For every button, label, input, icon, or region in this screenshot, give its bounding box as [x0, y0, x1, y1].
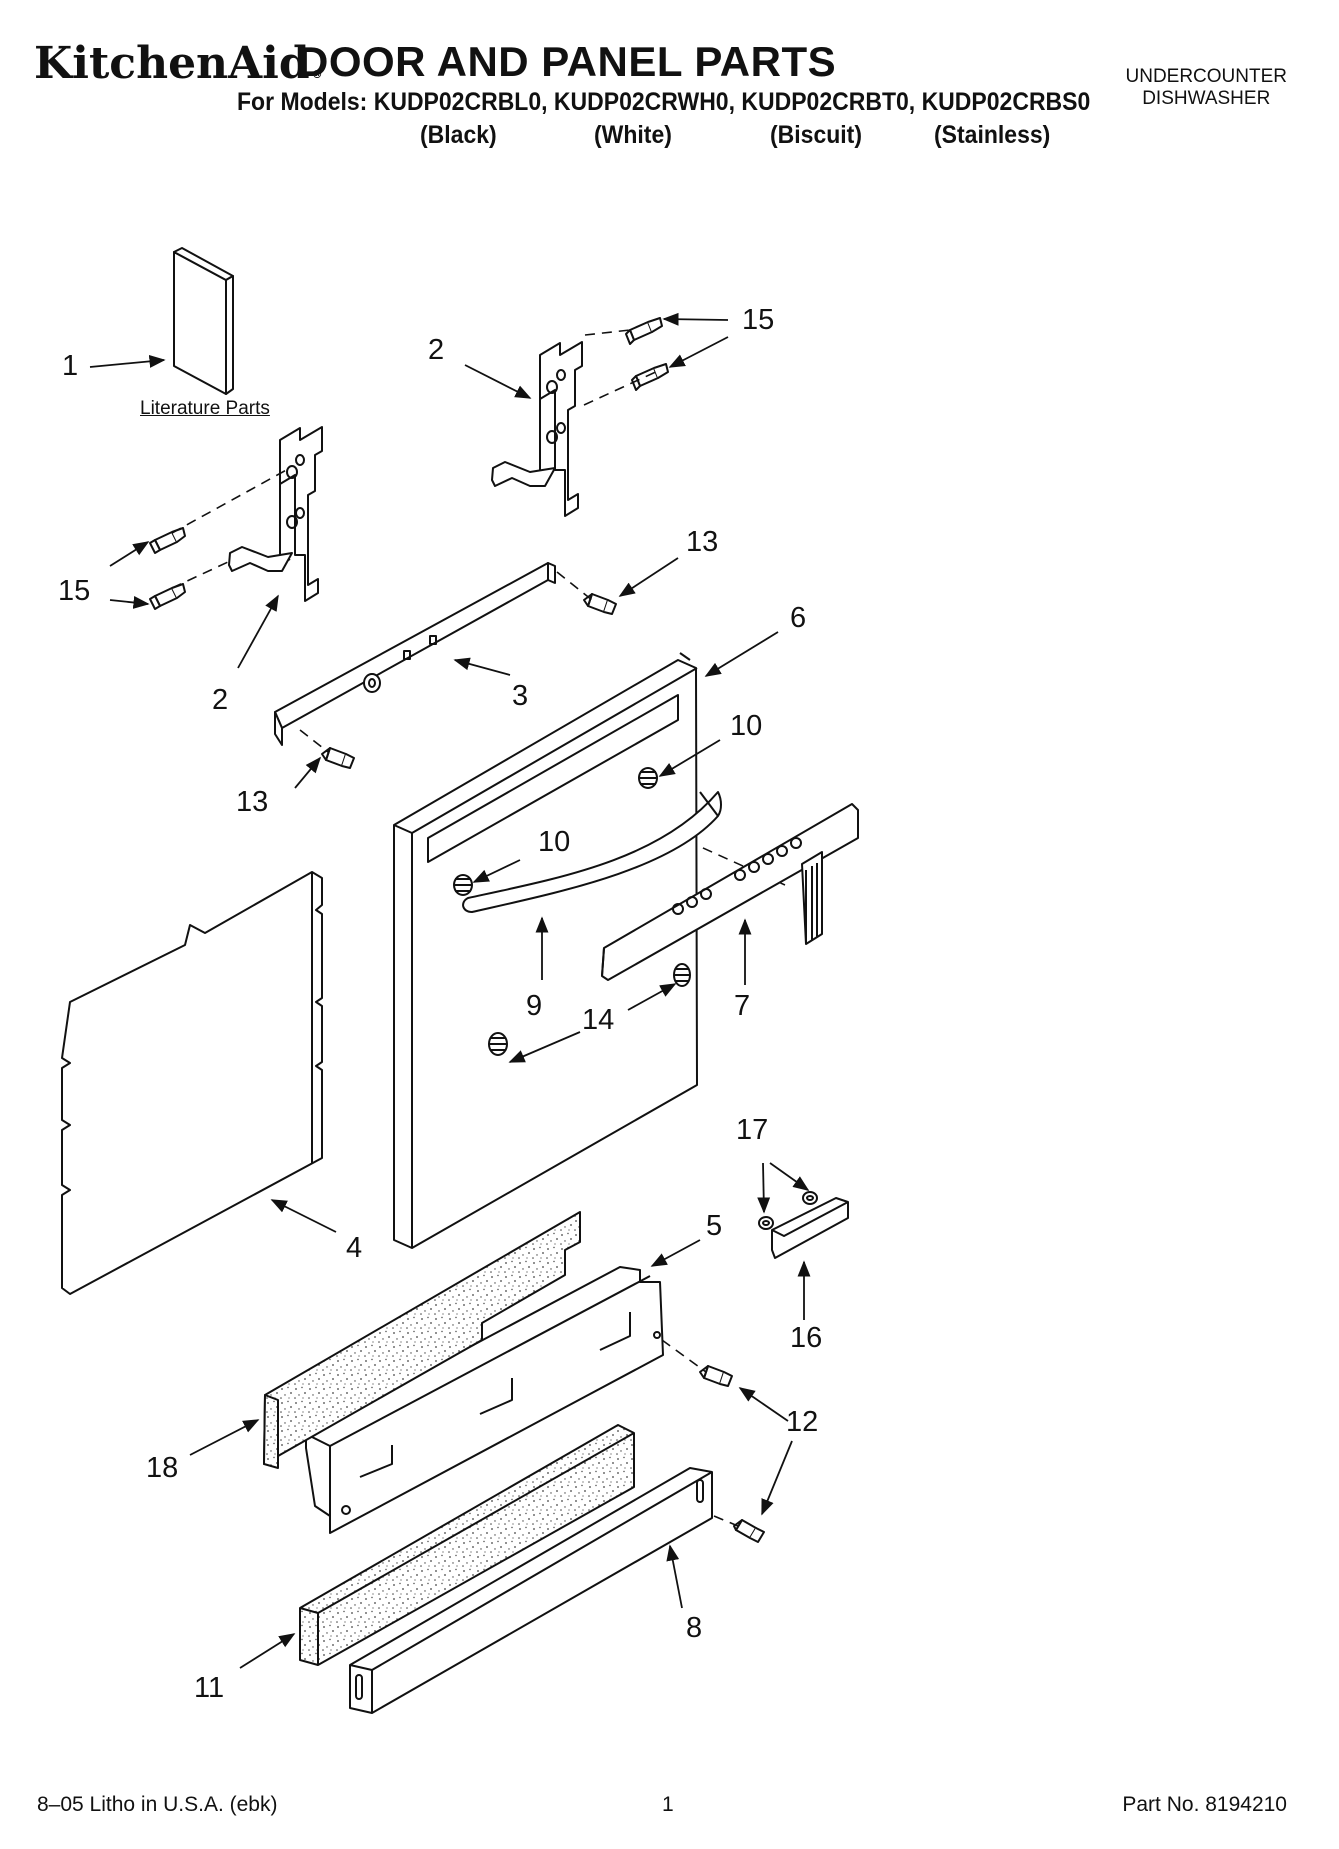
callout-10: 10	[538, 826, 571, 858]
color-biscuit: (Biscuit)	[770, 121, 862, 149]
callout-15: 15	[58, 575, 91, 607]
nut-17a	[802, 1191, 818, 1205]
screw-15b	[631, 363, 669, 391]
callout-9: 9	[526, 990, 543, 1022]
literature-parts-label: Literature Parts	[140, 398, 270, 419]
literature-parts	[173, 247, 234, 395]
callout-5: 5	[706, 1210, 723, 1242]
door-bracket-left	[228, 426, 323, 602]
screw-12b	[733, 1519, 765, 1543]
callout-13: 13	[686, 526, 719, 558]
callout-13: 13	[236, 786, 269, 818]
product-line-2: DISHWASHER	[1142, 88, 1271, 109]
toe-panel	[349, 1467, 713, 1714]
part-number: Part No. 8194210	[1122, 1793, 1287, 1816]
callout-8: 8	[686, 1612, 703, 1644]
handle-bushing-upper	[638, 767, 658, 789]
screw-12a	[699, 1365, 733, 1387]
callout-10: 10	[730, 710, 763, 742]
callout-7: 7	[734, 990, 751, 1022]
callout-18: 18	[146, 1452, 179, 1484]
trim-cap	[771, 1197, 849, 1259]
page-number: 1	[662, 1793, 674, 1816]
callout-2: 2	[212, 684, 229, 716]
foam-strip-upper	[263, 1211, 581, 1469]
brand-name: KitchenAid	[34, 38, 310, 89]
color-white: (White)	[594, 121, 672, 149]
color-black: (Black)	[420, 121, 497, 149]
foam-strip-lower	[299, 1424, 635, 1666]
door-handle	[462, 791, 722, 913]
screw-15a	[625, 317, 663, 345]
nut-17b	[758, 1216, 774, 1230]
outer-door-panel	[393, 652, 698, 1249]
callout-6: 6	[790, 602, 807, 634]
models-line: For Models: KUDP02CRBL0, KUDP02CRWH0, KU…	[237, 88, 1091, 116]
color-stainless: (Stainless)	[934, 121, 1051, 149]
registered-mark: ®	[311, 68, 323, 81]
screw-15c	[149, 527, 186, 554]
callout-3: 3	[512, 680, 529, 712]
handle-bushing-lower	[453, 874, 473, 896]
product-line-1: UNDERCOUNTER	[1125, 66, 1288, 87]
litho-note: 8–05 Litho in U.S.A. (ebk)	[37, 1793, 278, 1816]
callout-1: 1	[62, 350, 79, 382]
callout-4: 4	[346, 1232, 363, 1264]
screw-13a	[583, 593, 617, 615]
control-console-panel	[601, 803, 859, 981]
callout-11: 11	[194, 1672, 225, 1704]
page-title: DOOR AND PANEL PARTS	[298, 38, 837, 85]
leader-arrows	[89, 312, 811, 1669]
handle-screw	[488, 1032, 508, 1056]
brand-logo: KitchenAid®	[34, 38, 323, 89]
callout-17: 17	[736, 1114, 769, 1146]
callout-2: 2	[428, 334, 445, 366]
callout-15: 15	[742, 304, 775, 336]
door-top-channel	[274, 562, 556, 746]
door-bracket-right	[491, 341, 583, 517]
screw-13b	[321, 747, 355, 769]
inner-door-panel	[61, 871, 323, 1295]
callout-14: 14	[582, 1004, 615, 1036]
screw-15d	[149, 583, 186, 610]
callout-16: 16	[790, 1322, 823, 1354]
callout-12: 12	[786, 1406, 819, 1438]
console-screw	[673, 963, 691, 987]
toe-panel-bracket	[305, 1266, 664, 1534]
product-type: UNDERCOUNTER DISHWASHER	[1126, 66, 1288, 110]
